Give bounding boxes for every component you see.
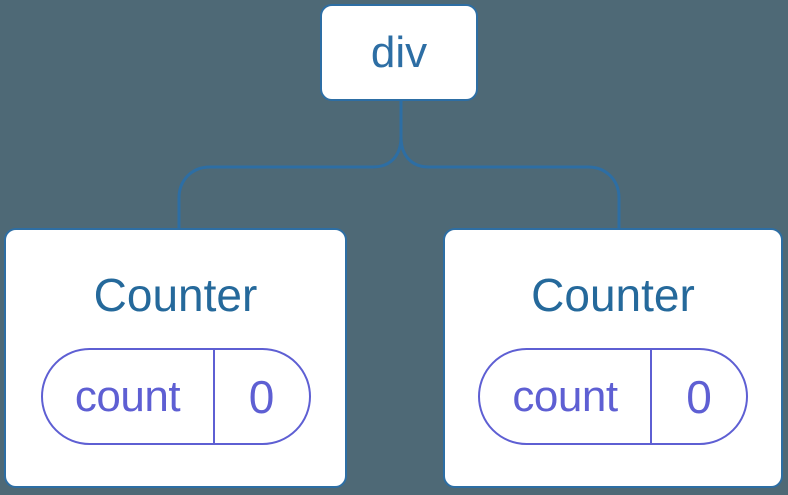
state-value: 0 <box>650 350 746 443</box>
component-title: Counter <box>93 269 258 321</box>
counter-card-left: Counter count 0 <box>4 228 347 488</box>
state-key: count <box>74 371 181 421</box>
state-pill: count 0 <box>478 348 748 445</box>
state-key: count <box>512 371 618 421</box>
connector-branch-left <box>177 100 403 229</box>
root-node-label: div <box>370 27 428 77</box>
component-title: Counter <box>531 269 695 321</box>
counter-card-right: Counter count 0 <box>443 228 783 488</box>
connector-branch-right <box>399 100 621 229</box>
root-node-div: div <box>320 4 478 101</box>
state-value: 0 <box>212 350 309 443</box>
state-pill: count 0 <box>40 348 311 445</box>
